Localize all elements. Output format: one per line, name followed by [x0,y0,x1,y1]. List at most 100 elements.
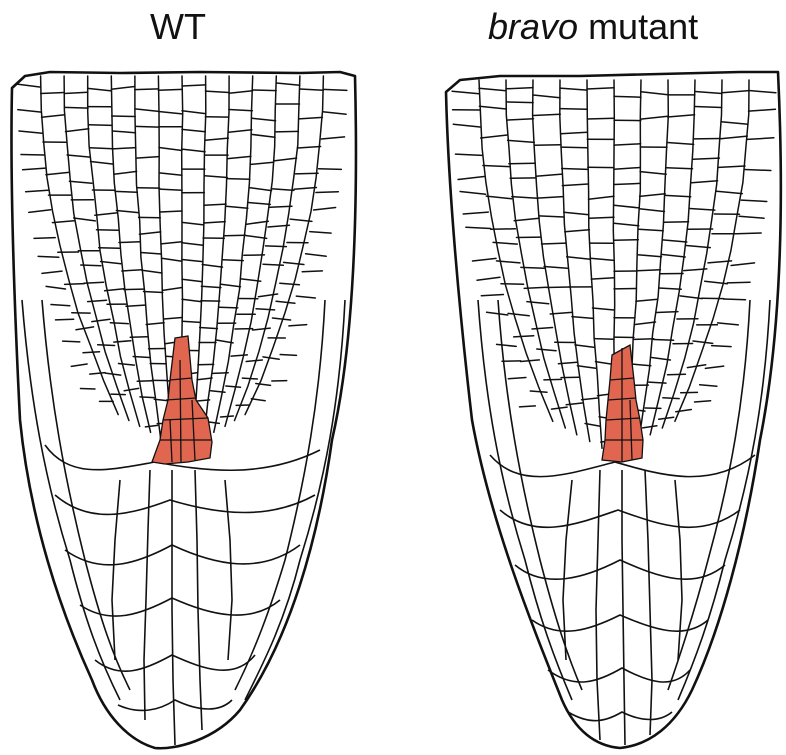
cell-cross-wall [296,296,315,298]
cell-cross-wall [270,206,292,207]
cell-cross-wall [139,232,160,234]
cell-cross-wall [663,398,679,399]
cell-cross-wall [668,115,695,117]
cell-cross-wall [638,255,662,257]
cell-cross-wall [565,230,590,232]
cell-cross-wall [641,92,668,95]
cell-cross-wall [575,345,595,348]
cell-cross-wall [95,213,117,215]
cell-cross-wall [221,284,241,286]
cell-cross-wall [695,401,711,402]
cell-cross-wall [456,154,483,155]
cell-cross-wall [144,292,163,293]
wt-root-tip [11,72,355,748]
cell-cross-wall [591,278,614,279]
cell-cross-wall [140,397,154,398]
cell-cross-wall [227,179,250,180]
cell-cross-wall [205,138,228,140]
cell-cross-wall [614,168,640,170]
cell-cross-wall [84,282,104,283]
cell-cross-wall [221,416,234,417]
cell-cross-wall [640,172,666,175]
cell-cross-wall [18,110,41,113]
cell-cross-wall [146,323,164,325]
cell-cross-wall [481,135,508,138]
cell-cross-wall [89,125,112,126]
cell-cross-wall [247,221,269,224]
cell-cross-wall [664,222,689,223]
cell-cross-wall [266,246,287,247]
cell-cross-wall [718,323,739,325]
cell-cross-wall [205,176,228,178]
cell-cross-wall [252,118,275,120]
cell-cross-wall [614,96,641,97]
cell-cross-wall [582,398,598,400]
cell-file-wall [662,80,722,428]
cell-cross-wall [21,155,44,156]
cell-cross-wall [745,170,771,171]
cell-cross-wall [486,196,512,199]
cell-cross-wall [302,271,322,272]
cell-cross-wall [564,212,589,215]
bravo-root-tip [446,72,781,748]
cell-cross-wall [273,318,291,320]
bravo-stem-cell-niche [602,345,643,462]
cell-cross-wall [572,317,593,319]
cell-cross-wall [246,236,267,239]
cell-cross-wall [614,183,640,184]
cell-cross-wall [159,173,182,175]
cell-cross-wall [275,131,298,132]
cell-cross-wall [724,299,746,300]
cell-cross-wall [74,218,96,221]
cell-cross-wall [81,389,96,390]
cell-cross-wall [520,406,536,407]
cell-cross-wall [310,232,331,234]
cell-cross-wall [226,386,241,387]
cell-cross-wall [34,238,55,239]
cell-cross-wall [115,191,137,192]
cell-cross-wall [182,321,200,322]
cell-file-wall [479,80,553,421]
cell-cross-wall [460,192,486,195]
cell-cross-wall [536,174,562,176]
cell-cross-wall [463,212,488,214]
cell-cross-wall [110,323,128,324]
cell-cross-wall [256,384,271,386]
cell-cross-wall [228,156,251,158]
cell-cross-wall [112,131,135,133]
cell-cross-wall [530,391,547,392]
cell-cross-wall [81,265,101,266]
cell-cross-wall [251,162,274,164]
cell-cross-wall [654,340,674,341]
cell-cross-wall [639,229,664,231]
cell-cross-wall [160,189,182,190]
cell-cross-wall [182,279,202,281]
cell-cross-wall [562,184,588,186]
cell-cross-wall [717,191,743,193]
cell-cross-wall [114,171,137,174]
cell-cross-wall [130,337,147,338]
cell-cross-wall [722,91,749,93]
cell-cross-wall [321,137,344,139]
cell-cross-wall [101,262,121,264]
cell-cross-wall [739,216,764,218]
cell-file-wall [675,80,749,421]
cell-cross-wall [506,102,533,103]
cell-cross-wall [466,227,491,228]
cell-cross-wall [52,221,74,223]
cell-cross-wall [634,339,654,340]
cell-cross-wall [508,313,529,315]
cell-cross-wall [560,88,587,90]
cell-cross-wall [206,91,230,92]
cell-cross-wall [90,373,105,375]
cell-cross-wall [119,364,135,366]
cell-cross-wall [99,248,120,249]
cell-cross-wall [479,88,506,91]
cell-cross-wall [274,158,297,161]
cell-cross-wall [263,357,279,359]
cell-cross-wall [662,254,686,257]
cell-cross-wall [88,300,107,301]
cell-cross-wall [182,129,205,131]
cell-cross-wall [695,92,722,94]
